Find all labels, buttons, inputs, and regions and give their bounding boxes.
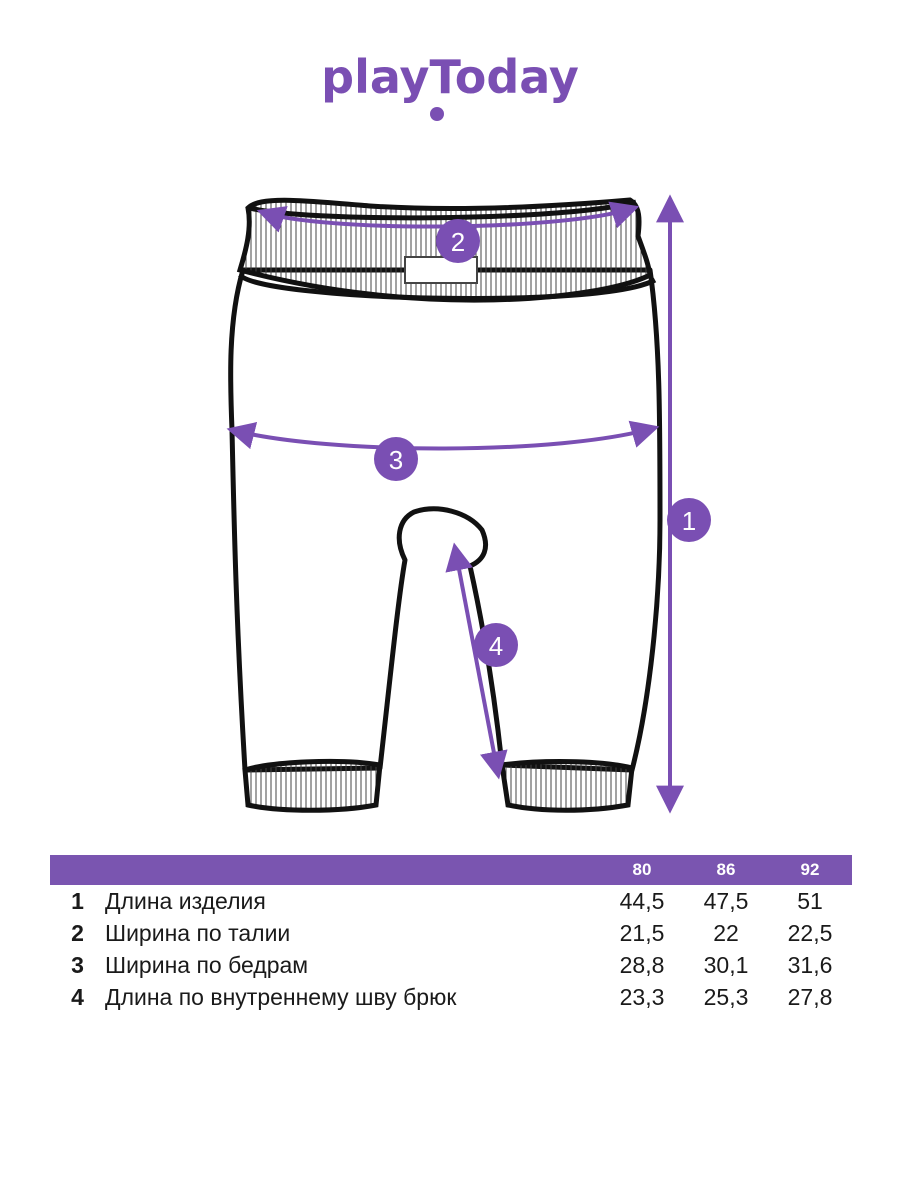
row-number: 3 xyxy=(71,952,84,978)
measurement-value: 25,3 xyxy=(703,984,749,1010)
measurement-value: 47,5 xyxy=(703,888,749,914)
measurement-name: Длина изделия xyxy=(105,888,266,914)
svg-text:4: 4 xyxy=(489,631,503,661)
size-chart-table: 80 86 92 1 Длина изделия 44,5 47,5 51 2 … xyxy=(50,855,852,1013)
measurement-value: 22,5 xyxy=(787,920,833,946)
measurement-value: 27,8 xyxy=(787,984,833,1010)
table-row: 1 Длина изделия 44,5 47,5 51 xyxy=(50,885,852,917)
size-header: 86 xyxy=(684,855,768,885)
measurement-value: 21,5 xyxy=(619,920,665,946)
right-cuff xyxy=(499,759,635,813)
table-row: 2 Ширина по талии 21,5 22 22,5 xyxy=(50,917,852,949)
row-number: 2 xyxy=(71,920,84,946)
table-row: 4 Длина по внутреннему шву брюк 23,3 25,… xyxy=(50,981,852,1013)
measurement-value: 23,3 xyxy=(619,984,665,1010)
header-spacer xyxy=(105,855,600,885)
measurement-value: 30,1 xyxy=(703,952,749,978)
marker-2: 2 xyxy=(436,219,480,263)
svg-text:3: 3 xyxy=(389,445,403,475)
svg-text:1: 1 xyxy=(682,506,696,536)
measurement-value: 22 xyxy=(713,920,739,946)
pants-outline xyxy=(228,267,663,773)
marker-3: 3 xyxy=(374,437,418,481)
brand-logo: playToday xyxy=(321,50,579,104)
table-row: 3 Ширина по бедрам 28,8 30,1 31,6 xyxy=(50,949,852,981)
measurement-value: 44,5 xyxy=(619,888,665,914)
header-spacer xyxy=(50,855,105,885)
measurement-name: Ширина по бедрам xyxy=(105,952,309,978)
measurement-value: 28,8 xyxy=(619,952,665,978)
brand-logo-dot xyxy=(430,107,444,121)
marker-4: 4 xyxy=(474,623,518,667)
pants-measurement-diagram: 2 3 1 4 xyxy=(226,194,711,814)
size-header: 92 xyxy=(768,855,852,885)
row-number: 4 xyxy=(71,984,84,1010)
measurement-name: Длина по внутреннему шву брюк xyxy=(105,984,457,1010)
svg-text:2: 2 xyxy=(451,227,465,257)
size-header: 80 xyxy=(600,855,684,885)
marker-1: 1 xyxy=(667,498,711,542)
left-cuff xyxy=(242,758,383,813)
row-number: 1 xyxy=(71,888,84,914)
measurement-value: 31,6 xyxy=(787,952,833,978)
inseam-arrow xyxy=(445,542,508,780)
measurement-value: 51 xyxy=(797,888,823,914)
measurement-name: Ширина по талии xyxy=(105,920,291,946)
size-header-row: 80 86 92 xyxy=(50,855,852,885)
hip-width-arrow xyxy=(226,420,660,451)
